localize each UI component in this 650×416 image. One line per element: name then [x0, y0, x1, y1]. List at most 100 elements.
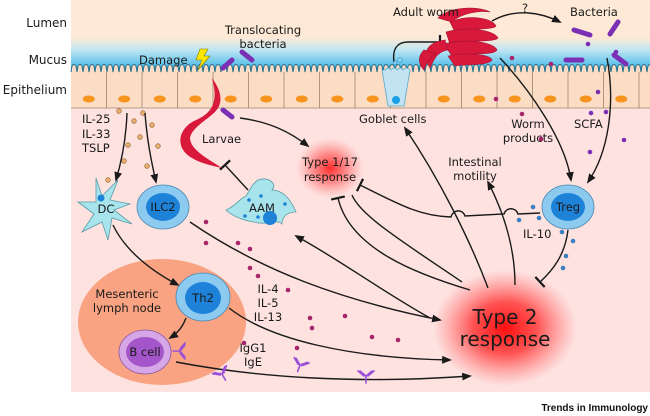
cell-nucleus — [295, 95, 308, 103]
cell-nucleus — [118, 95, 131, 103]
cytokine-dot — [587, 149, 593, 155]
worm-products-label-1: Worm — [511, 117, 544, 131]
cytokine-dot — [125, 142, 131, 148]
cytokine-dot — [570, 238, 576, 244]
cell-nucleus — [331, 95, 344, 103]
damage-lightning-icon — [195, 48, 211, 71]
cytokine-dot — [516, 217, 522, 223]
cytokine-dot — [548, 61, 554, 67]
antibody-label-1: IgE — [244, 355, 262, 369]
arrow-worm-to-bacteria — [491, 12, 562, 23]
inhibit-type2-to-type117-a — [330, 195, 471, 291]
cytokine-dots — [105, 41, 627, 351]
larvae-label: Larvae — [202, 132, 241, 146]
inhibit-goblet-to-worm — [392, 35, 442, 63]
cytokine-dot — [603, 109, 609, 115]
cytokine-dot — [395, 337, 401, 343]
antibody-icon — [211, 364, 228, 381]
bacterium-rod — [220, 107, 235, 120]
bacterium-rod — [239, 49, 255, 63]
epithelium-label: Epithelium — [3, 83, 67, 97]
bacteria-rods — [220, 19, 629, 120]
goblet-cells-label: Goblet cells — [359, 112, 426, 126]
arrow-th2-to-bcell — [168, 317, 187, 340]
bacteria-label: Bacteria — [570, 5, 618, 19]
arrow-type2-to-goblet — [403, 126, 489, 289]
cytokine-dot — [144, 163, 150, 169]
cytokine-dot — [137, 134, 143, 140]
pathway-arrows — [112, 12, 612, 381]
cytokine-dot — [105, 177, 111, 183]
cytokine-dot — [203, 219, 209, 225]
lumen-label: Lumen — [26, 16, 67, 30]
antibody-icon — [357, 370, 375, 384]
cytokine-label-1: IL-33 — [82, 127, 110, 141]
type117-label-1: Type 1/17 — [301, 155, 358, 169]
worm-products-label-2: products — [503, 131, 553, 145]
bacterium-rod — [571, 27, 593, 38]
cytokine-dot — [595, 89, 601, 95]
th2-cell: Th2 — [175, 272, 231, 322]
arrow-type2-to-motility — [487, 180, 516, 286]
bacterium-rod — [611, 52, 629, 67]
th2-cytokine-label-2: IL-13 — [254, 310, 282, 324]
question-label: ? — [522, 1, 528, 15]
ilc2-label: ILC2 — [150, 200, 175, 214]
cytokine-dot — [155, 143, 161, 149]
cytokine-dot — [519, 111, 525, 117]
aam-label: AAM — [249, 201, 275, 215]
inhibit-type2-to-type117-b — [351, 194, 463, 283]
mln-label-2: lymph node — [93, 301, 161, 315]
cell-nucleus — [366, 95, 379, 103]
cytokine-dot — [203, 240, 209, 246]
arrow-bcell-to-type2 — [175, 361, 472, 381]
cell-nucleus — [473, 95, 486, 103]
adult-worm — [419, 7, 499, 71]
b-cell: B cell — [118, 329, 172, 375]
cytokine-dot — [342, 313, 348, 319]
cell-nucleus — [153, 95, 166, 103]
journal-credit: Trends in Immunology — [541, 403, 648, 414]
type2-label-2: response — [460, 327, 551, 351]
arrow-epithelium-to-dc — [114, 112, 128, 182]
arrow-dc-to-th2 — [112, 224, 180, 286]
arrow-bacteria-to-type117 — [239, 117, 310, 148]
epithelial-cells — [71, 72, 650, 108]
adult-worm-label: Adult worm — [393, 5, 459, 19]
arrow-scfa-to-treg — [586, 57, 612, 184]
ilc2-cell: ILC2 — [136, 184, 190, 230]
cell-nucleus — [189, 95, 202, 103]
cytokine-dot — [116, 108, 122, 114]
cell-nucleus — [260, 95, 273, 103]
cytokine-dot — [255, 273, 261, 279]
motility-label-2: motility — [453, 169, 497, 183]
damage-label: Damage — [139, 53, 188, 67]
cell-nucleus — [579, 95, 592, 103]
bcell-label: B cell — [129, 345, 160, 359]
arrow-ilc2-to-type2 — [189, 221, 442, 323]
antibodies — [172, 342, 375, 384]
treg-label: Treg — [555, 200, 580, 214]
cytokine-dot — [121, 158, 127, 164]
mln-label-1: Mesenteric — [95, 287, 158, 301]
cytokine-dot — [588, 110, 594, 116]
cytokine-dot — [247, 246, 253, 252]
bacterium-rod — [220, 57, 235, 71]
cell-nucleus — [437, 95, 450, 103]
cytokine-dot — [563, 253, 569, 259]
arrow-epithelium-to-ilc2 — [144, 112, 159, 184]
dendritic-cell: DC — [76, 177, 133, 241]
cytokine-dot — [509, 55, 515, 61]
cytokine-dot — [538, 136, 544, 142]
mucus-label: Mucus — [29, 53, 67, 67]
il10-label: IL-10 — [523, 227, 551, 241]
microvilli — [70, 64, 650, 73]
type117-response-glow — [296, 138, 364, 198]
type2-label-1: Type 2 — [471, 305, 537, 329]
cytokine-dot — [536, 215, 542, 221]
cytokine-dot — [585, 41, 591, 47]
cell-nucleus — [544, 95, 557, 103]
translocating-label-2: bacteria — [239, 37, 286, 51]
inhibit-aam-to-larvae — [219, 159, 249, 191]
cytokine-dot — [621, 137, 627, 143]
